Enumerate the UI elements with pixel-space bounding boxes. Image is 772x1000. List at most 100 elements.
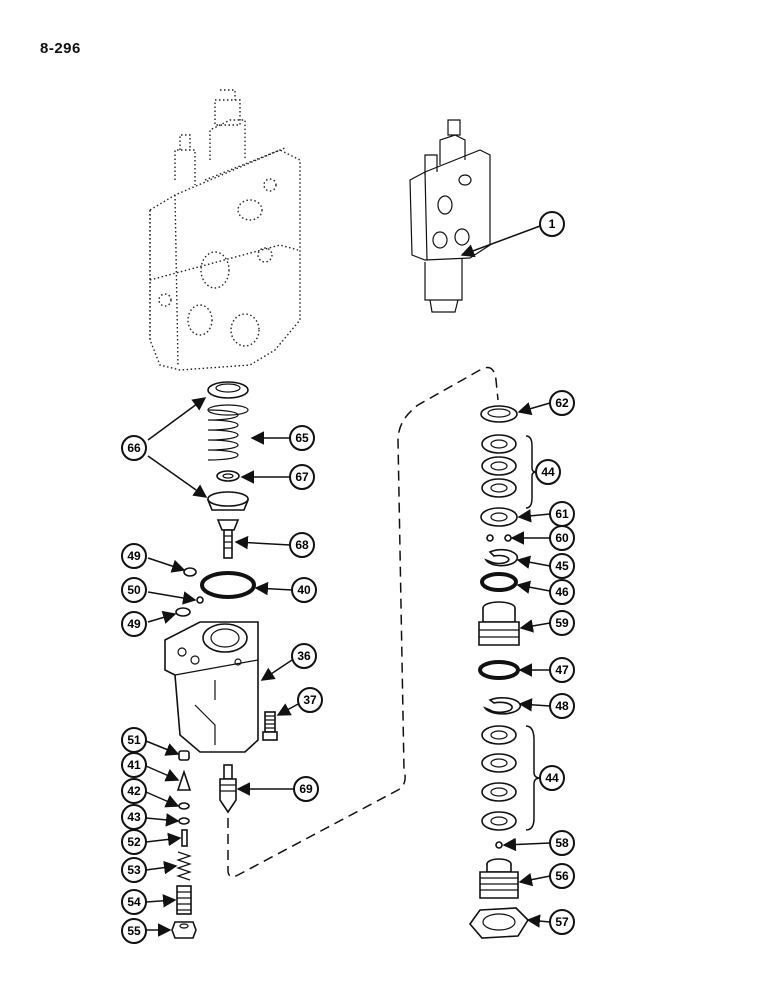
svg-text:60: 60 — [555, 531, 569, 545]
jam-nut-57 — [468, 907, 530, 939]
o-ring-49-top — [183, 567, 197, 577]
washer-67 — [216, 470, 240, 482]
washers-44-upper — [481, 434, 517, 498]
callout-61: 61 — [549, 501, 575, 527]
spring-53 — [176, 851, 192, 881]
callout-1: 1 — [539, 211, 565, 237]
svg-text:48: 48 — [555, 699, 569, 713]
upper-spring-seat — [207, 381, 249, 399]
o-ring-42 — [178, 802, 190, 810]
snap-ring-48 — [482, 697, 522, 715]
pin-52 — [181, 829, 188, 847]
callout-66: 66 — [121, 435, 147, 461]
poppet-41 — [176, 769, 192, 791]
svg-text:40: 40 — [297, 583, 311, 597]
callout-50: 50 — [121, 577, 147, 603]
svg-text:61: 61 — [555, 507, 569, 521]
o-ring-47 — [478, 660, 520, 680]
valve-body-large — [149, 89, 301, 371]
svg-text:68: 68 — [295, 538, 309, 552]
washer-62 — [480, 405, 518, 423]
callout-57: 57 — [549, 909, 575, 935]
threaded-plug-56 — [479, 858, 519, 899]
svg-text:42: 42 — [127, 784, 141, 798]
callout-42: 42 — [121, 778, 147, 804]
leader-lines — [145, 225, 551, 937]
relief-valve-69 — [219, 764, 237, 814]
washer-61 — [480, 507, 518, 527]
snap-ring-45 — [484, 548, 519, 567]
svg-text:49: 49 — [127, 549, 141, 563]
callout-60: 60 — [549, 525, 575, 551]
callout-43: 43 — [121, 804, 147, 830]
cap-screw-37 — [262, 711, 278, 741]
svg-text:56: 56 — [555, 869, 569, 883]
cap-nut-55 — [171, 921, 197, 939]
callout-48: 48 — [549, 693, 575, 719]
ball-50 — [196, 596, 204, 604]
callout-58: 58 — [549, 830, 575, 856]
svg-text:36: 36 — [297, 649, 311, 663]
o-ring-40 — [200, 571, 256, 599]
callout-46: 46 — [549, 579, 575, 605]
svg-text:44: 44 — [545, 771, 559, 785]
svg-text:1: 1 — [549, 217, 556, 231]
svg-text:45: 45 — [555, 559, 569, 573]
callout-45: 45 — [549, 553, 575, 579]
svg-text:44: 44 — [541, 465, 555, 479]
callout-54: 54 — [121, 889, 147, 915]
callout-37: 37 — [297, 687, 323, 713]
svg-text:55: 55 — [127, 924, 141, 938]
spool-end-bolt — [216, 519, 240, 559]
svg-text:49: 49 — [127, 617, 141, 631]
lower-spring-seat — [206, 491, 250, 511]
o-ring-43 — [178, 817, 190, 825]
svg-text:43: 43 — [127, 810, 141, 824]
svg-text:57: 57 — [555, 915, 569, 929]
callout-67: 67 — [289, 464, 315, 490]
spring — [207, 404, 249, 461]
callout-59: 59 — [549, 610, 575, 636]
svg-text:53: 53 — [127, 863, 141, 877]
svg-text:52: 52 — [127, 835, 141, 849]
callout-69: 69 — [293, 776, 319, 802]
svg-text:41: 41 — [127, 758, 141, 772]
balls-60 — [486, 534, 512, 542]
o-ring-46 — [480, 572, 518, 592]
callout-47: 47 — [549, 657, 575, 683]
adjusting-screw-54 — [176, 885, 192, 915]
callout-55: 55 — [121, 918, 147, 944]
callout-40: 40 — [291, 577, 317, 603]
plug-51 — [178, 750, 190, 761]
callout-41: 41 — [121, 752, 147, 778]
callout-62: 62 — [549, 390, 575, 416]
svg-text:65: 65 — [295, 431, 309, 445]
svg-text:66: 66 — [127, 441, 141, 455]
callout-56: 56 — [549, 863, 575, 889]
callout-52: 52 — [121, 829, 147, 855]
callout-65: 65 — [289, 425, 315, 451]
svg-text:62: 62 — [555, 396, 569, 410]
callout-44-upper: 44 — [535, 459, 561, 485]
page-number: 8-296 — [40, 40, 81, 57]
callout-49-top: 49 — [121, 543, 147, 569]
callout-49-bottom: 49 — [121, 611, 147, 637]
svg-text:50: 50 — [127, 583, 141, 597]
assembly-path-line — [227, 366, 499, 878]
svg-text:67: 67 — [295, 470, 309, 484]
svg-text:69: 69 — [299, 782, 313, 796]
svg-text:54: 54 — [127, 895, 141, 909]
o-ring-49-bottom — [175, 607, 191, 617]
svg-text:47: 47 — [555, 663, 569, 677]
spool-detent-59 — [478, 601, 520, 646]
valve-body-small — [409, 119, 491, 313]
callout-44-lower: 44 — [539, 765, 565, 791]
svg-text:51: 51 — [127, 733, 141, 747]
callout-36: 36 — [291, 643, 317, 669]
callout-68: 68 — [289, 532, 315, 558]
svg-text:59: 59 — [555, 616, 569, 630]
svg-text:37: 37 — [303, 693, 317, 707]
end-cap-housing — [164, 621, 259, 753]
washers-44-lower — [481, 725, 517, 831]
